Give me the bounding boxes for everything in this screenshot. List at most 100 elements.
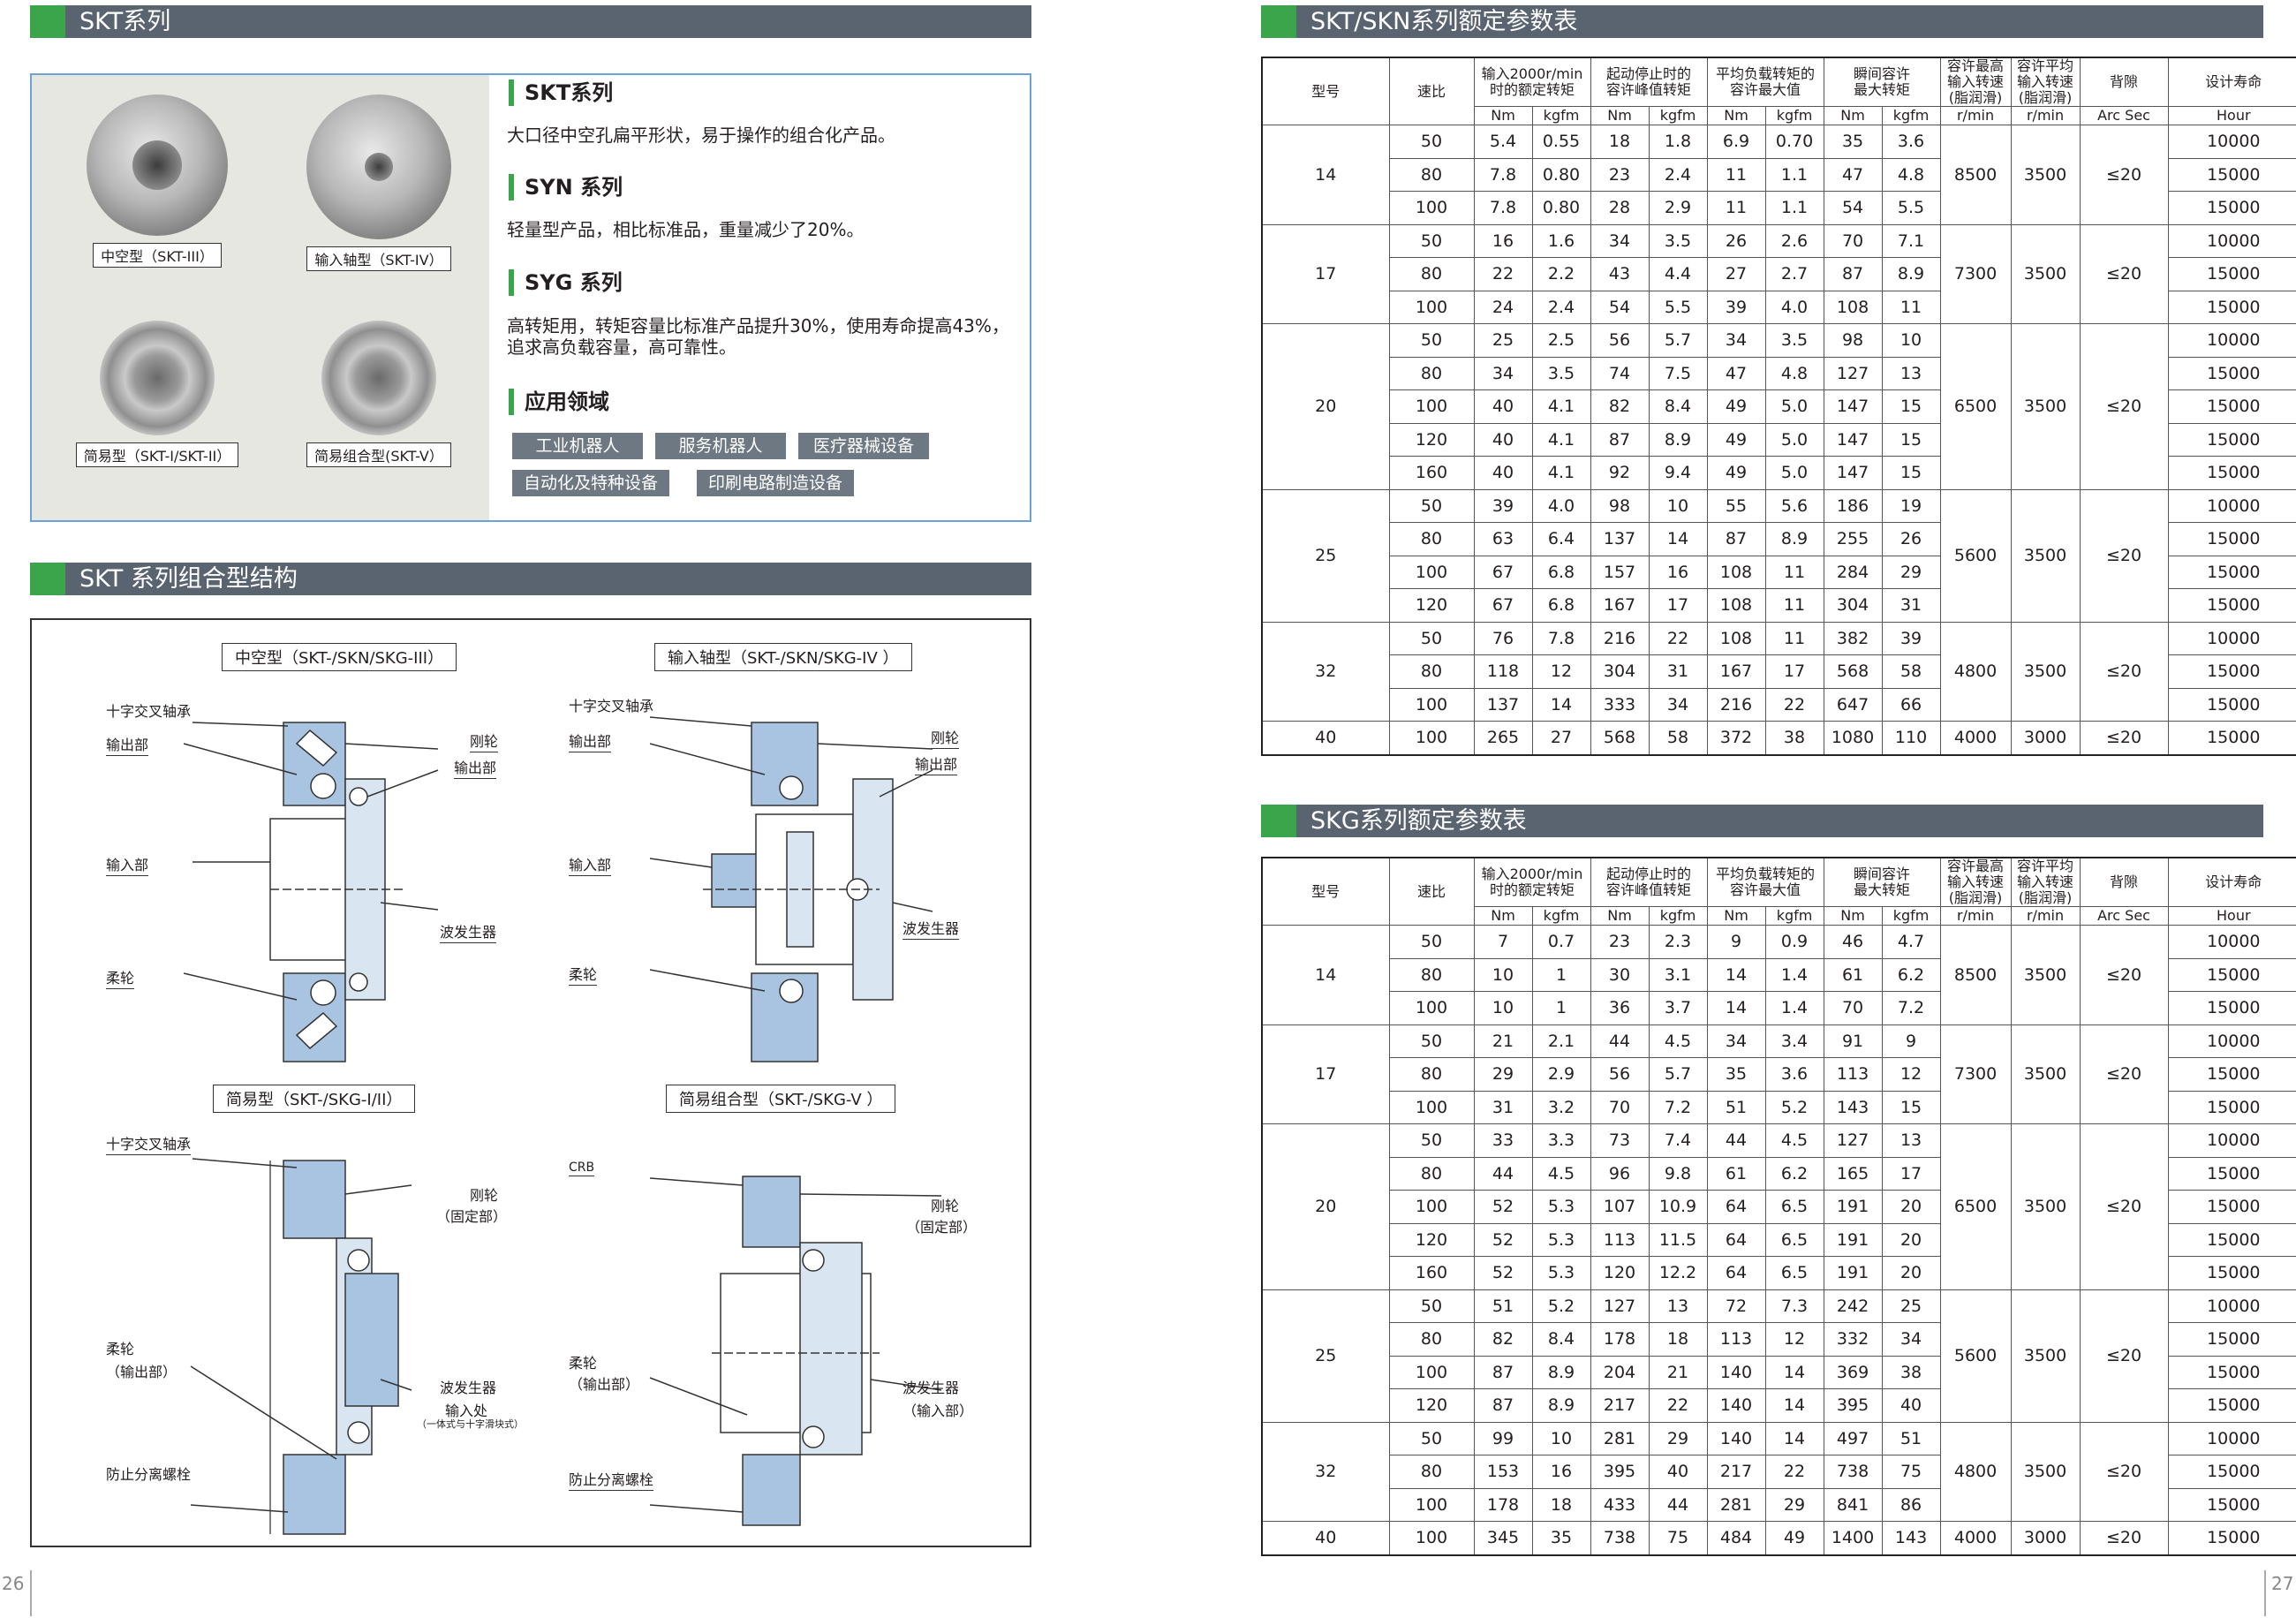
col-avgspeed: 容许平均输入转速(脂润滑) [2010, 57, 2081, 107]
cell-backlash: ≤20 [2079, 621, 2169, 722]
table-cell: 2.9 [1531, 1057, 1591, 1092]
cell-avgspeed: 3500 [2010, 1123, 2081, 1290]
table-cell: 1.6 [1531, 223, 1591, 258]
section-header-skg-table: SKG系列额定参数表 [1261, 805, 2263, 837]
diagram-label: 十字交叉轴承 [106, 1132, 192, 1155]
product-input-shaft: 输入轴型（SKT-IV） [282, 95, 476, 271]
table-cell: 841 [1823, 1487, 1883, 1522]
section-title: SKG系列额定参数表 [1310, 807, 1527, 835]
table-cell: 147 [1823, 456, 1883, 490]
table-cell: 80 [1388, 957, 1475, 992]
table-cell: 40 [1473, 456, 1533, 490]
unit: r/min [1939, 106, 2012, 125]
table-cell: 147 [1823, 389, 1883, 424]
diagram-label: 刚轮 [470, 730, 499, 752]
series-desc-syg: 高转矩用，转矩容量比标准产品提升30%，使用寿命提高43%，追求高负载容量，高可… [507, 315, 1009, 358]
table-cell: 3.6 [1881, 125, 1941, 159]
unit: kgfm [1531, 106, 1591, 125]
table-cell: 4.7 [1881, 925, 1941, 959]
table-cell: 1 [1531, 957, 1591, 992]
cell-life: 15000 [2167, 588, 2296, 623]
cell-life: 15000 [2167, 157, 2296, 192]
table-cell: 1.1 [1764, 191, 1824, 225]
table-cell: 191 [1823, 1256, 1883, 1290]
cell-avgspeed: 3500 [2010, 925, 2081, 1025]
table-cell: 75 [1648, 1521, 1708, 1555]
table-cell: 98 [1823, 323, 1883, 358]
table-cell: 167 [1706, 654, 1766, 689]
table-cell: 100 [1388, 1190, 1475, 1224]
table-cell: 33 [1473, 1123, 1533, 1158]
table-cell: 5.3 [1531, 1190, 1591, 1224]
cell-maxspeed: 4800 [1939, 621, 2012, 722]
cell-model: 40 [1261, 1521, 1390, 1555]
table-cell: 0.55 [1531, 125, 1591, 159]
table-cell: 80 [1388, 157, 1475, 192]
table-cell: 113 [1706, 1322, 1766, 1357]
table-cell: 56 [1590, 1057, 1650, 1092]
table-cell: 120 [1388, 422, 1475, 457]
table-cell: 22 [1764, 687, 1824, 722]
table-cell: 3.5 [1764, 323, 1824, 358]
table-cell: 80 [1388, 1322, 1475, 1357]
cell-avgspeed: 3500 [2010, 1289, 2081, 1423]
unit: Nm [1473, 106, 1533, 125]
cell-life: 15000 [2167, 1388, 2296, 1423]
table-cell: 80 [1388, 654, 1475, 689]
table-cell: 49 [1764, 1521, 1824, 1555]
cell-maxspeed: 4000 [1939, 1521, 2012, 1555]
table-cell: 281 [1590, 1421, 1650, 1455]
product-hollow: 中空型（SKT-III） [60, 95, 254, 268]
table-cell: 0.80 [1531, 157, 1591, 192]
table-cell: 10 [1473, 957, 1533, 992]
header-accent [1261, 5, 1296, 38]
table-cell: 51 [1473, 1289, 1533, 1323]
table-cell: 49 [1706, 422, 1766, 457]
table-cell: 160 [1388, 456, 1475, 490]
table-cell: 27 [1706, 257, 1766, 291]
diagram-label: 柔轮 [106, 1341, 135, 1357]
table-cell: 9 [1881, 1024, 1941, 1058]
table-cell: 96 [1590, 1156, 1650, 1191]
table-cell: 140 [1706, 1388, 1766, 1423]
table-cell: 18 [1648, 1322, 1708, 1357]
table-cell: 51 [1881, 1421, 1941, 1455]
table-cell: 31 [1881, 588, 1941, 623]
table-cell: 21 [1473, 1024, 1533, 1058]
table-cell: 25 [1881, 1289, 1941, 1323]
table-cell: 5.2 [1531, 1289, 1591, 1323]
col-peak: 起动停止时的容许峰值转矩 [1590, 57, 1708, 107]
table-cell: 22 [1473, 257, 1533, 291]
table-cell: 265 [1473, 721, 1533, 755]
unit: Arc Sec [2079, 906, 2169, 926]
table-cell: 6.5 [1764, 1190, 1824, 1224]
table-cell: 14 [1531, 687, 1591, 722]
cell-avgspeed: 3000 [2010, 721, 2081, 755]
diagram-label: （一体式与十字滑块式） [417, 1418, 524, 1430]
table-cell: 7.1 [1881, 223, 1941, 258]
diagram-label: 十字交叉轴承 [106, 703, 192, 720]
table-cell: 64 [1706, 1256, 1766, 1290]
table-cell: 34 [1706, 1024, 1766, 1058]
table-cell: 5.4 [1473, 125, 1533, 159]
cell-life: 15000 [2167, 1256, 2296, 1290]
table-cell: 50 [1388, 1289, 1475, 1323]
table-cell: 120 [1388, 588, 1475, 623]
diagram-label: 输入部 [106, 853, 149, 876]
table-cell: 7.8 [1531, 621, 1591, 655]
table-cell: 7.2 [1648, 1090, 1708, 1124]
table-cell: 4.1 [1531, 456, 1591, 490]
table-cell: 15 [1881, 422, 1941, 457]
table-cell: 147 [1823, 422, 1883, 457]
cell-life: 10000 [2167, 1123, 2296, 1158]
table-cell: 137 [1473, 687, 1533, 722]
series-title-syg: SYG 系列 [509, 269, 623, 296]
table-cell: 304 [1823, 588, 1883, 623]
diagram-label: 刚轮 [931, 726, 960, 749]
table-cell: 4.8 [1881, 157, 1941, 192]
